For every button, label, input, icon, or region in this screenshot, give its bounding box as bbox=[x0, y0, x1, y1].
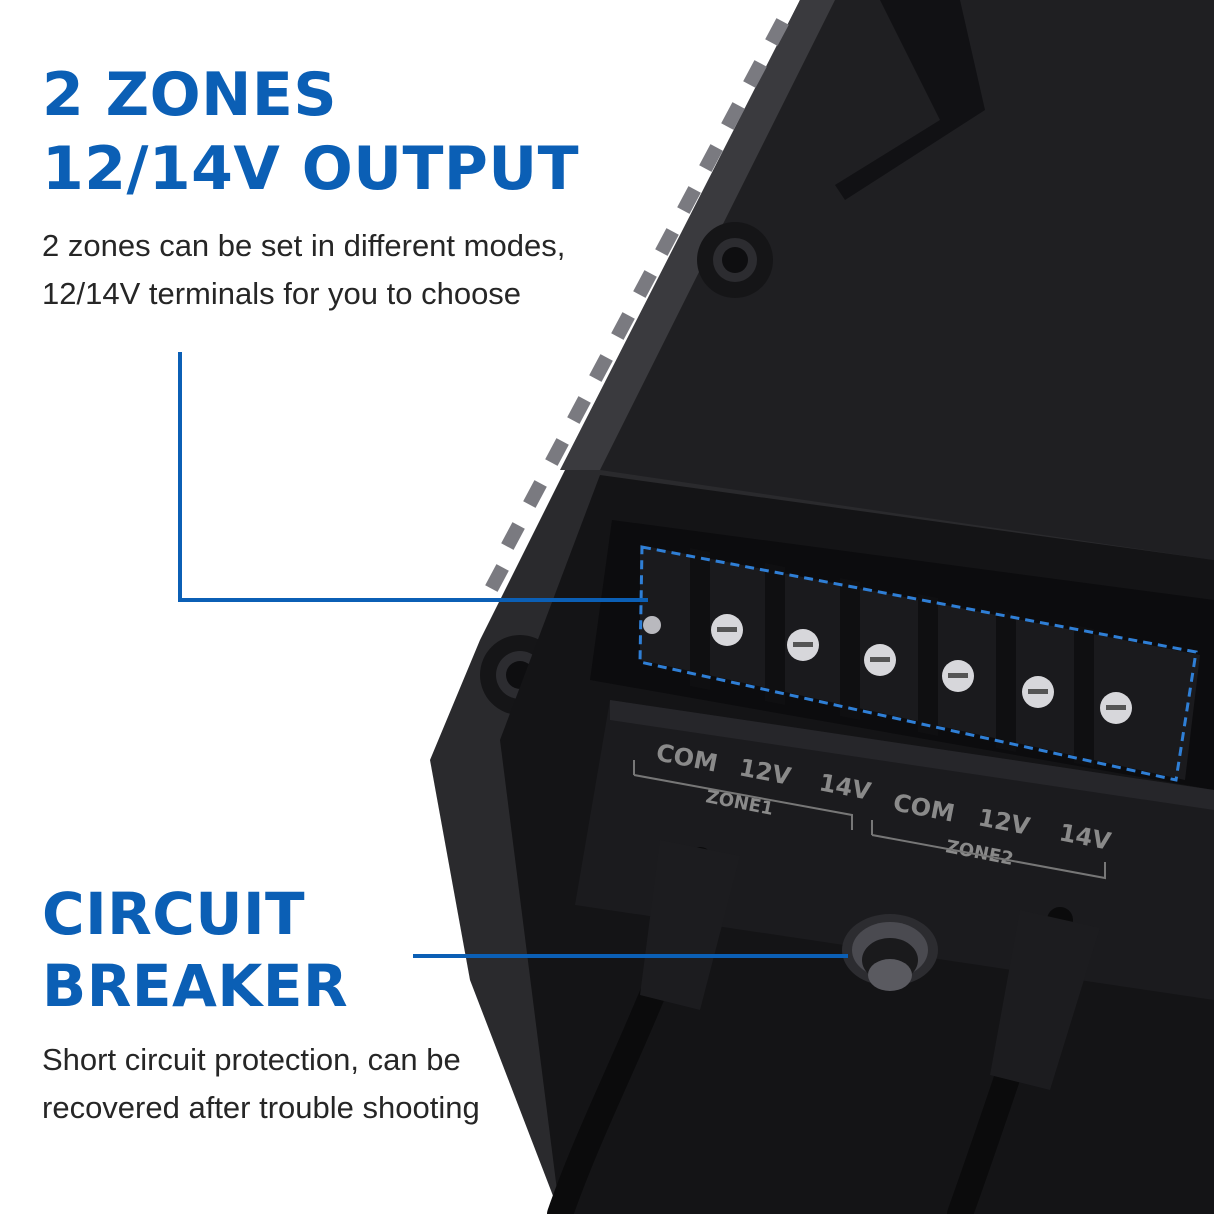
cable-strain-reliefs bbox=[640, 840, 1100, 1090]
breaker-desc-line2: recovered after trouble shooting bbox=[42, 1090, 480, 1125]
terminals-feature-title: 2 ZONES 12/14V OUTPUT bbox=[42, 58, 579, 206]
terminals-desc-line2: 12/14V terminals for you to choose bbox=[42, 276, 522, 311]
breaker-feature-description: Short circuit protection, can be recover… bbox=[42, 1036, 480, 1132]
terminal-highlight-box bbox=[638, 545, 1198, 782]
breaker-title-line1: CIRCUIT bbox=[42, 880, 306, 948]
terminals-title-line1: 2 ZONES bbox=[42, 60, 338, 130]
breaker-feature-title: CIRCUIT BREAKER bbox=[42, 878, 348, 1022]
breaker-title-line2: BREAKER bbox=[42, 952, 349, 1020]
circuit-breaker-button bbox=[842, 914, 938, 991]
terminals-callout-line bbox=[178, 352, 648, 602]
terminals-desc-line1: 2 zones can be set in different modes, bbox=[42, 228, 566, 263]
terminals-title-line2: 12/14V OUTPUT bbox=[42, 134, 580, 204]
breaker-desc-line1: Short circuit protection, can be bbox=[42, 1042, 461, 1077]
terminals-feature-description: 2 zones can be set in different modes, 1… bbox=[42, 222, 565, 318]
callout-lines bbox=[178, 352, 848, 958]
terminal-screws bbox=[643, 614, 1132, 724]
terminal-block bbox=[638, 545, 1200, 782]
